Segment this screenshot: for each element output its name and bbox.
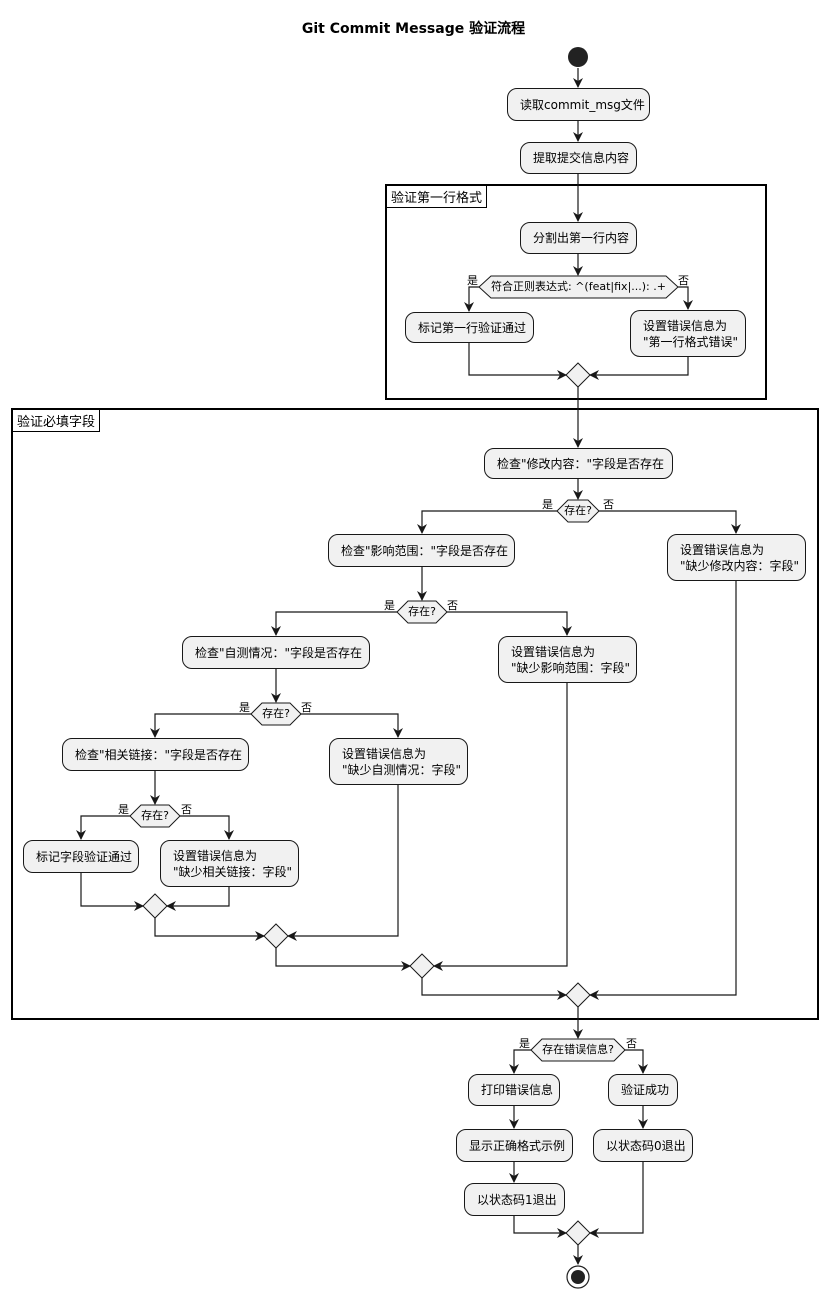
activity-set-err-selftest: 设置错误信息为 "缺少自测情况：字段" [329,738,468,785]
frame-first-line-label: 验证第一行格式 [387,186,488,208]
branch-yes-selftest: 是 [239,701,250,714]
branch-yes-regex: 是 [467,274,478,287]
activity-extract-content: 提取提交信息内容 [520,142,637,174]
frame-required-fields: 验证必填字段 [11,408,819,1020]
activity-set-err-first-line: 设置错误信息为 "第一行格式错误" [630,310,746,357]
merge-first-line [565,362,591,388]
decision-exists-modify [556,499,600,523]
frame-first-line: 验证第一行格式 [385,184,767,400]
decision-exists-scope-label: 存在? [408,605,436,618]
decision-exists-links [129,804,181,828]
branch-yes-scope: 是 [384,599,395,612]
decision-has-error-label: 存在错误信息? [542,1043,614,1056]
activity-check-modify: 检查"修改内容："字段是否存在 [484,448,673,479]
branch-no-scope: 否 [447,599,458,612]
activity-mark-first-line-ok: 标记第一行验证通过 [405,312,534,343]
decision-regex-label: 符合正则表达式: ^(feat|fix|...): .+ [491,280,666,293]
merge-links [142,893,168,919]
activity-check-links: 检查"相关链接："字段是否存在 [62,738,249,771]
decision-has-error [530,1038,626,1062]
frame-required-fields-label: 验证必填字段 [13,410,101,432]
merge-selftest [263,923,289,949]
activity-mark-fields-ok: 标记字段验证通过 [23,840,139,873]
branch-yes-links: 是 [118,803,129,816]
decision-regex [478,275,679,299]
activity-read-file: 读取commit_msg文件 [507,88,650,121]
activity-show-example: 显示正确格式示例 [456,1129,573,1162]
decision-exists-links-label: 存在? [141,809,169,822]
decision-exists-modify-label: 存在? [564,504,592,517]
merge-final [565,1220,591,1246]
activity-verify-ok: 验证成功 [608,1074,678,1106]
activity-set-err-modify: 设置错误信息为 "缺少修改内容：字段" [667,534,806,581]
activity-set-err-links: 设置错误信息为 "缺少相关链接：字段" [160,840,299,887]
branch-no-regex: 否 [678,274,689,287]
decision-exists-scope [396,600,448,624]
branch-yes-modify: 是 [542,498,553,511]
end-node [566,1265,590,1289]
diagram-title: Git Commit Message 验证流程 [301,21,526,37]
activity-exit-1: 以状态码1退出 [464,1183,565,1216]
branch-no-modify: 否 [603,498,614,511]
decision-exists-selftest [250,702,302,726]
activity-print-error: 打印错误信息 [468,1074,560,1106]
activity-split-first-line: 分割出第一行内容 [520,222,637,254]
branch-no-selftest: 否 [301,701,312,714]
activity-exit-0: 以状态码0退出 [593,1129,693,1162]
branch-no-links: 否 [181,803,192,816]
merge-scope [409,953,435,979]
branch-no-error: 否 [626,1037,637,1050]
branch-yes-error: 是 [519,1037,530,1050]
start-node [568,47,588,67]
merge-modify [565,982,591,1008]
activity-set-err-scope: 设置错误信息为 "缺少影响范围：字段" [498,636,637,683]
decision-exists-selftest-label: 存在? [262,707,290,720]
activity-check-scope: 检查"影响范围："字段是否存在 [328,534,515,567]
activity-check-selftest: 检查"自测情况："字段是否存在 [182,636,370,669]
